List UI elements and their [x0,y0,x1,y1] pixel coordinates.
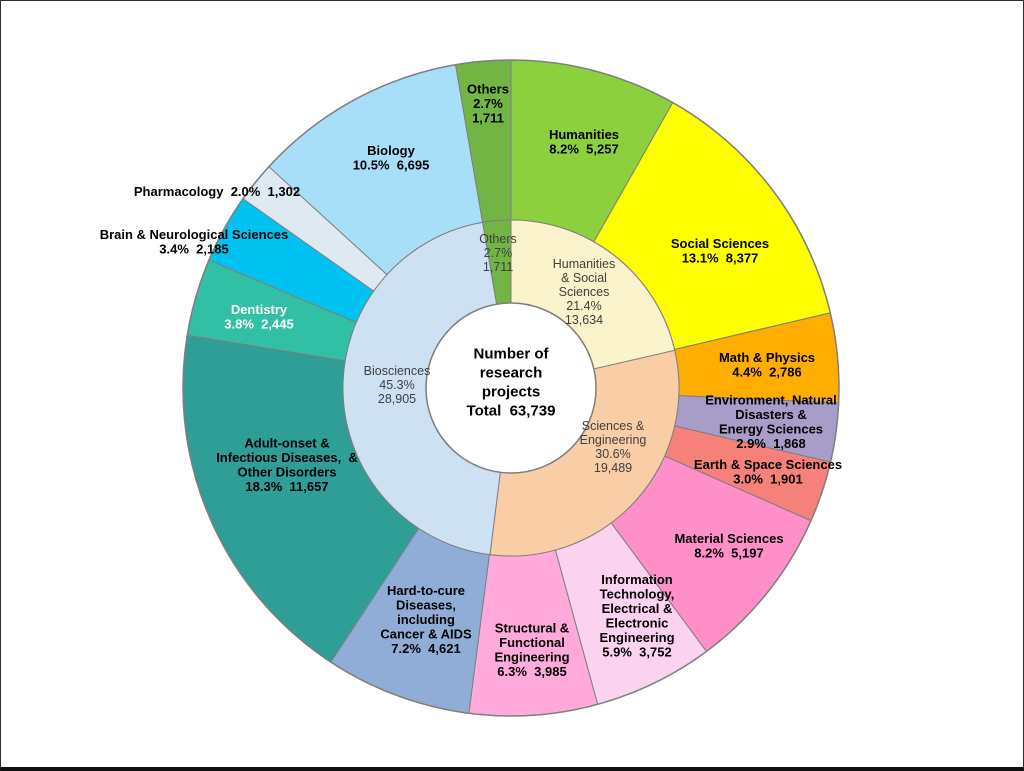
label-adult-onset-infectious-diseases-other-disorders: Adult-onset &Infectious Diseases, &Other… [216,435,358,494]
label-pharmacology: Pharmacology 2.0% 1,302 [134,184,300,199]
center-circle [425,302,597,474]
